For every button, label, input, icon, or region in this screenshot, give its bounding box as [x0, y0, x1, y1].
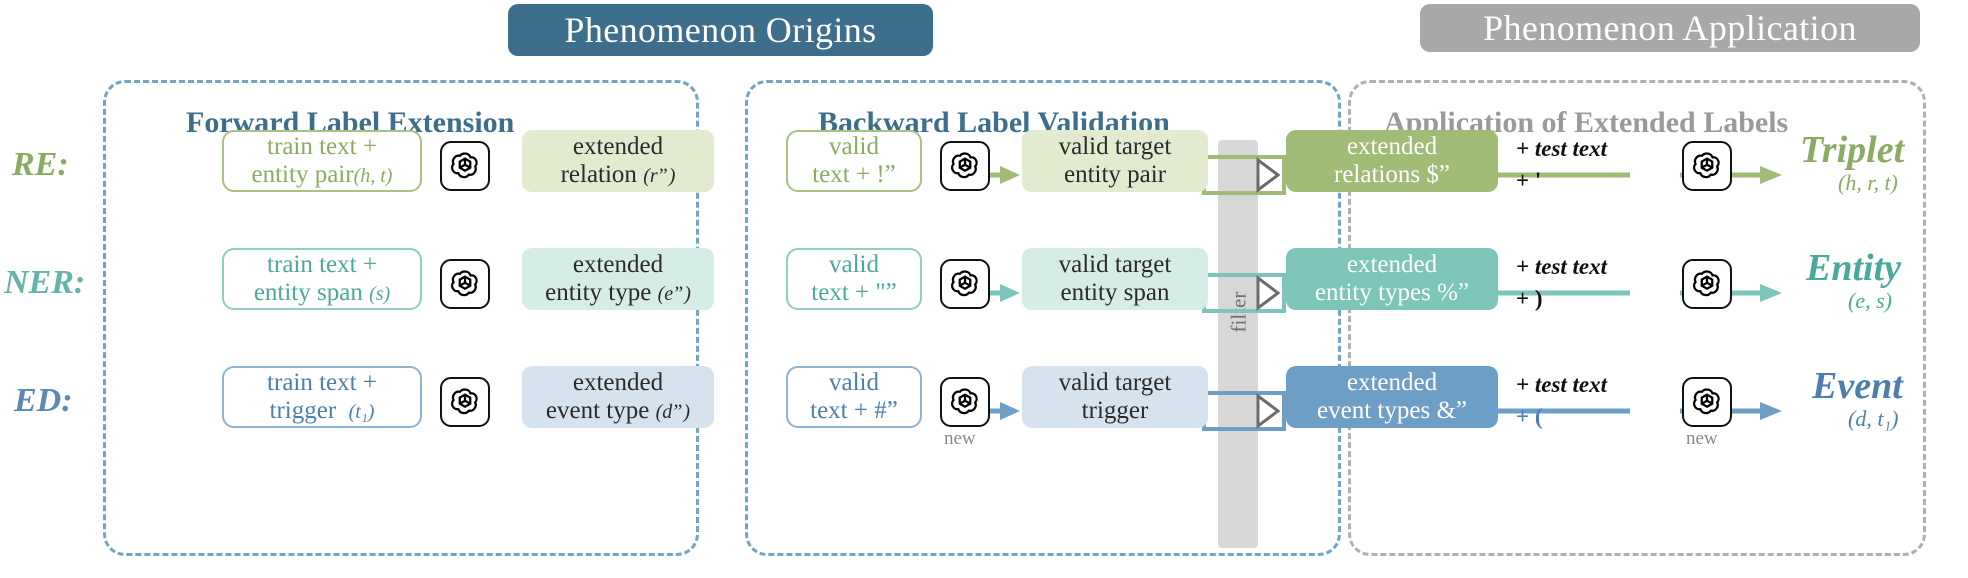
row-label-re: RE: [12, 146, 69, 183]
filter-bar [1218, 140, 1258, 548]
box-ner-valid-target-line1: valid target [1058, 251, 1172, 278]
box-ner-final-line1: extended [1346, 251, 1438, 278]
banner-phenomenon-application: Phenomenon Application [1420, 4, 1920, 52]
box-ner-valid-text[interactable]: valid text + "ˮ [786, 248, 922, 310]
box-ed-valid-target-line2: trigger [1081, 397, 1149, 424]
row-label-ed: ED: [14, 382, 73, 419]
panel-border-gap-forward [180, 96, 620, 106]
box-re-valid-target-line1: valid target [1058, 133, 1172, 160]
row-label-ner: NER: [4, 264, 86, 301]
output-ner-word: Entity [1806, 247, 1902, 289]
box-ner-valid-target-line2: entity span [1060, 279, 1170, 306]
panel-application-of-extended-labels [1348, 80, 1926, 556]
banner-application-label: Phenomenon Application [1483, 8, 1857, 48]
box-ner-extended-entity-type[interactable]: extended entity type (eˮ) [522, 248, 714, 310]
box-re-extended-relations-final[interactable]: extended relations $ˮ [1286, 130, 1498, 192]
box-ed-train-input-line1: train text + [267, 369, 377, 396]
box-ed-extended-event-types-final[interactable]: extended event types &ˮ [1286, 366, 1498, 428]
banner-origins-label: Phenomenon Origins [564, 10, 877, 50]
box-re-valid-target[interactable]: valid target entity pair [1022, 130, 1208, 192]
box-re-train-input[interactable]: train text + entity pair(h, t) [222, 130, 422, 192]
output-re-sub: (h, r, t) [1838, 170, 1898, 195]
box-ed-train-input[interactable]: train text + trigger (t₁) [222, 366, 422, 428]
box-re-extended-line1: extended [572, 133, 664, 160]
openai-logo-icon[interactable] [440, 259, 490, 309]
box-re-valid-text[interactable]: valid text + !ˮ [786, 130, 922, 192]
ner-test-text-line2: + ) [1516, 286, 1543, 311]
ed-test-text-line1: + test text [1516, 372, 1608, 397]
panel-border-gap-backward [812, 96, 1264, 106]
box-ed-extended-event-type[interactable]: extended event type (dˮ) [522, 366, 714, 428]
box-ed-final-line2: event types &ˮ [1317, 397, 1467, 424]
box-re-extended-line2: relation (rˮ) [560, 161, 676, 188]
box-re-valid-text-line2: text + !ˮ [812, 161, 896, 188]
box-ed-valid-text[interactable]: valid text + #ˮ [786, 366, 922, 428]
new-label-application: new [1686, 428, 1718, 449]
box-ed-final-line1: extended [1346, 369, 1438, 396]
re-test-text-line2: + ' [1516, 168, 1542, 193]
box-ner-valid-target[interactable]: valid target entity span [1022, 248, 1208, 310]
output-ed-word: Event [1812, 365, 1903, 407]
panel-forward-label-extension [103, 80, 699, 556]
box-ner-train-input[interactable]: train text + entity span (s) [222, 248, 422, 310]
openai-logo-icon[interactable] [940, 141, 990, 191]
box-ner-extended-line1: extended [572, 251, 664, 278]
box-ner-valid-text-line2: text + "ˮ [811, 279, 897, 306]
ed-test-text-line2: + ( [1516, 404, 1543, 429]
openai-logo-icon[interactable] [1682, 259, 1732, 309]
output-re-word: Triplet [1800, 129, 1905, 171]
panel-border-gap-application [1378, 96, 1878, 106]
box-ed-valid-target[interactable]: valid target trigger [1022, 366, 1208, 428]
box-ed-train-input-line2: trigger (t₁) [269, 397, 375, 424]
box-re-final-line2: relations $ˮ [1334, 161, 1450, 188]
box-re-extended-relation[interactable]: extended relation (rˮ) [522, 130, 714, 192]
box-ed-valid-target-line1: valid target [1058, 369, 1172, 396]
box-re-final-line1: extended [1346, 133, 1438, 160]
output-ner-sub: (e, s) [1848, 288, 1892, 313]
ner-test-text-line1: + test text [1516, 254, 1608, 279]
box-ner-valid-text-line1: valid [829, 251, 879, 278]
openai-logo-icon[interactable] [1682, 377, 1732, 427]
box-re-valid-target-line2: entity pair [1063, 161, 1167, 188]
openai-logo-icon[interactable] [940, 259, 990, 309]
openai-logo-icon[interactable] [1682, 141, 1732, 191]
openai-logo-icon[interactable] [440, 141, 490, 191]
box-ner-extended-entity-types-final[interactable]: extended entity types %ˮ [1286, 248, 1498, 310]
box-ner-final-line2: entity types %ˮ [1314, 279, 1470, 306]
box-re-train-input-line2: entity pair(h, t) [251, 161, 393, 188]
new-label-backward: new [944, 428, 976, 449]
box-re-valid-text-line1: valid [829, 133, 879, 160]
box-ner-extended-line2: entity type (eˮ) [545, 279, 691, 306]
panel-backward-label-validation [745, 80, 1341, 556]
box-re-train-input-line1: train text + [267, 133, 377, 160]
box-ner-train-input-line2: entity span (s) [253, 279, 391, 306]
banner-phenomenon-origins: Phenomenon Origins [508, 4, 933, 56]
box-ed-valid-text-line1: valid [829, 369, 879, 396]
openai-logo-icon[interactable] [940, 377, 990, 427]
output-ed-sub: (d, t₁) [1848, 406, 1899, 431]
box-ner-train-input-line1: train text + [267, 251, 377, 278]
box-ed-valid-text-line2: text + #ˮ [810, 397, 898, 424]
box-ed-extended-line2: event type (dˮ) [545, 397, 691, 424]
re-test-text-line1: + test text [1516, 136, 1608, 161]
box-ed-extended-line1: extended [572, 369, 664, 396]
openai-logo-icon[interactable] [440, 377, 490, 427]
